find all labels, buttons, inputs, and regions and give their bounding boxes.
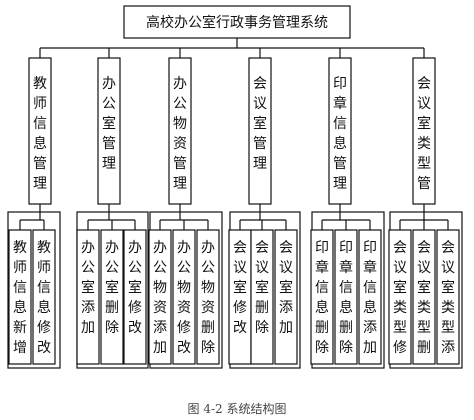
function-node: 办公物资删除 — [196, 229, 220, 365]
function-node: 会议室类型删 — [412, 229, 436, 365]
function-group-frame — [7, 211, 61, 369]
function-node: 会议室类型添 — [436, 229, 460, 365]
module-node: 印章信息管理 — [328, 57, 352, 205]
module-node: 办公室管理 — [97, 57, 121, 205]
module-node: 办公物资管理 — [168, 57, 192, 205]
function-node-label: 办公室添加 — [81, 240, 95, 336]
function-node-label: 办公物资删除 — [201, 240, 215, 356]
function-node: 办公室删除 — [100, 229, 124, 365]
module-node-label: 教师信息管理 — [33, 76, 47, 192]
function-node: 会议室删除 — [250, 229, 274, 365]
function-node-label: 会议室类型修 — [393, 240, 407, 356]
function-node-label: 办公物资添加 — [153, 240, 167, 356]
module-node-label: 办公室管理 — [102, 76, 116, 172]
module-node: 会议室类型管 — [412, 57, 436, 205]
module-node-label: 会议室类型管 — [417, 76, 431, 192]
function-node-label: 教师信息新增 — [13, 240, 27, 356]
function-node-label: 会议室类型删 — [417, 240, 431, 356]
module-node-label: 办公物资管理 — [173, 76, 187, 192]
module-nodes: 教师信息管理 办公室管理 办公物资管理 会议室管理 印章信息管理 会议室类型管 — [28, 57, 436, 205]
function-node-label: 办公室删除 — [105, 240, 119, 336]
function-node-label: 会议室修改 — [233, 240, 247, 336]
function-node-label: 印章信息删除 — [339, 240, 353, 356]
function-node-label: 会议室添加 — [279, 240, 293, 336]
function-node: 印章信息添加 — [358, 229, 382, 365]
root-node-label: 高校办公室行政事务管理系统 — [146, 14, 328, 31]
module-node: 会议室管理 — [248, 57, 272, 205]
function-node-label: 办公物资修改 — [177, 240, 191, 356]
function-node: 办公物资修改 — [172, 229, 196, 365]
figure-caption: 图 4-2 系统结构图 — [187, 402, 287, 416]
function-node-label: 教师信息修改 — [37, 240, 51, 356]
function-node: 印章信息删除 — [310, 229, 334, 365]
function-node: 印章信息删除 — [334, 229, 358, 365]
function-node: 教师信息修改 — [32, 229, 56, 365]
function-node: 会议室添加 — [274, 229, 298, 365]
function-node: 办公室添加 — [76, 229, 100, 365]
function-node-label: 印章信息删除 — [315, 240, 329, 356]
function-node-label: 会议室删除 — [255, 240, 269, 336]
connector-lines — [19, 38, 449, 230]
module-node: 教师信息管理 — [28, 57, 52, 205]
function-node: 教师信息新增 — [8, 229, 32, 365]
function-node-label: 办公室修改 — [128, 240, 142, 336]
function-node: 办公室修改 — [123, 229, 147, 365]
function-node-label: 会议室类型添 — [441, 240, 455, 356]
function-node: 会议室修改 — [228, 229, 252, 365]
root-node: 高校办公室行政事务管理系统 — [123, 5, 351, 39]
function-node: 办公物资添加 — [148, 229, 172, 365]
function-node-label: 印章信息添加 — [363, 240, 377, 356]
module-node-label: 会议室管理 — [253, 76, 267, 172]
module-node-label: 印章信息管理 — [333, 76, 347, 192]
function-node: 会议室类型修 — [388, 229, 412, 365]
